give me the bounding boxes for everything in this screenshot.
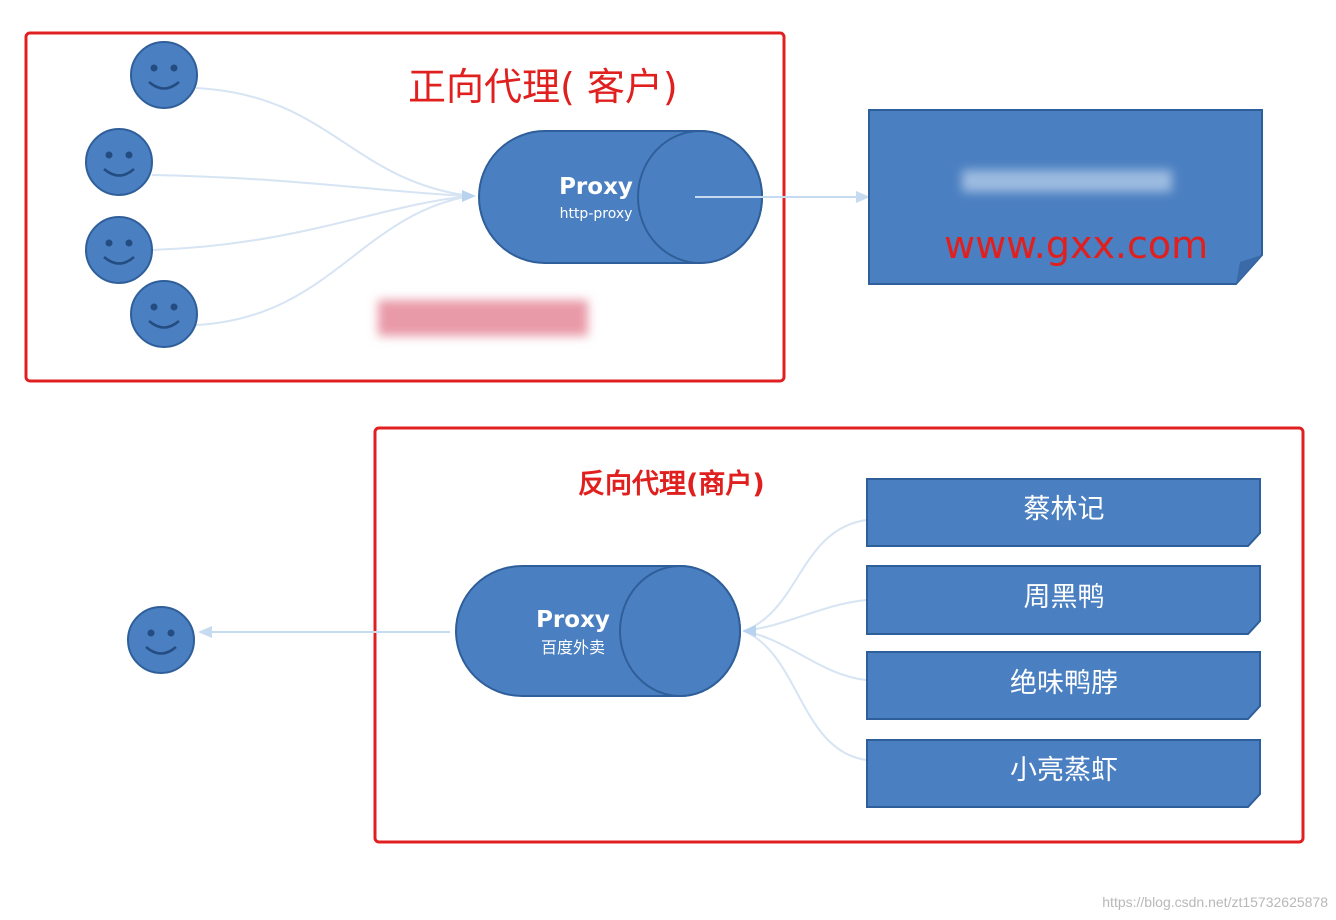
link-shop-1 — [743, 519, 867, 632]
reverse-proxy-frame — [373, 426, 1305, 844]
shop-box-1: 蔡林记 — [866, 478, 1261, 547]
link-client-3 — [151, 195, 471, 251]
shop-label-3: 绝味鸭脖 — [1010, 668, 1118, 699]
link-shop-3 — [743, 630, 867, 681]
shop-box-4: 小亮蒸虾 — [866, 739, 1261, 808]
client-smiley-icon — [85, 216, 153, 284]
reverse-proxy-cylinder-icon — [455, 565, 741, 697]
shop-label-1: 蔡林记 — [1024, 494, 1105, 525]
blurred-caption — [378, 300, 588, 336]
client-smiley-icon — [85, 128, 153, 196]
shop-box-3: 绝味鸭脖 — [866, 651, 1261, 720]
server-url: www.gxx.com — [944, 223, 1208, 267]
forward-proxy-sublabel: http-proxy — [560, 206, 633, 222]
link-client-2 — [151, 174, 471, 197]
reverse-client-arrowhead — [198, 626, 212, 638]
server-document-icon — [868, 109, 1263, 285]
forward-proxy-frame — [24, 31, 786, 383]
forward-server-arrowhead — [856, 191, 870, 203]
forward-client-links — [151, 87, 471, 326]
forward-arrowhead — [462, 190, 476, 202]
link-client-4 — [195, 195, 471, 326]
shop-label-4: 小亮蒸虾 — [1010, 755, 1118, 786]
reverse-shop-links — [743, 519, 867, 761]
link-shop-4 — [743, 630, 867, 761]
reverse-client-smiley-icon — [127, 606, 195, 674]
server-blurred-name — [962, 170, 1172, 192]
shop-label-2: 周黑鸭 — [1024, 582, 1105, 613]
watermark-text: https://blog.csdn.net/zt15732625878 — [1102, 894, 1328, 910]
link-shop-2 — [743, 599, 867, 632]
reverse-proxy-arrowhead — [742, 625, 756, 637]
reverse-proxy-sublabel: 百度外卖 — [541, 638, 605, 657]
forward-proxy-title: 正向代理( 客户) — [408, 65, 678, 109]
client-smiley-icon — [130, 41, 198, 109]
link-client-1 — [195, 87, 471, 197]
reverse-proxy-title: 反向代理(商户) — [578, 468, 765, 500]
shop-box-2: 周黑鸭 — [866, 565, 1261, 635]
forward-proxy-label: Proxy — [559, 174, 633, 200]
client-smiley-icon — [130, 280, 198, 348]
reverse-proxy-label: Proxy — [536, 607, 610, 633]
